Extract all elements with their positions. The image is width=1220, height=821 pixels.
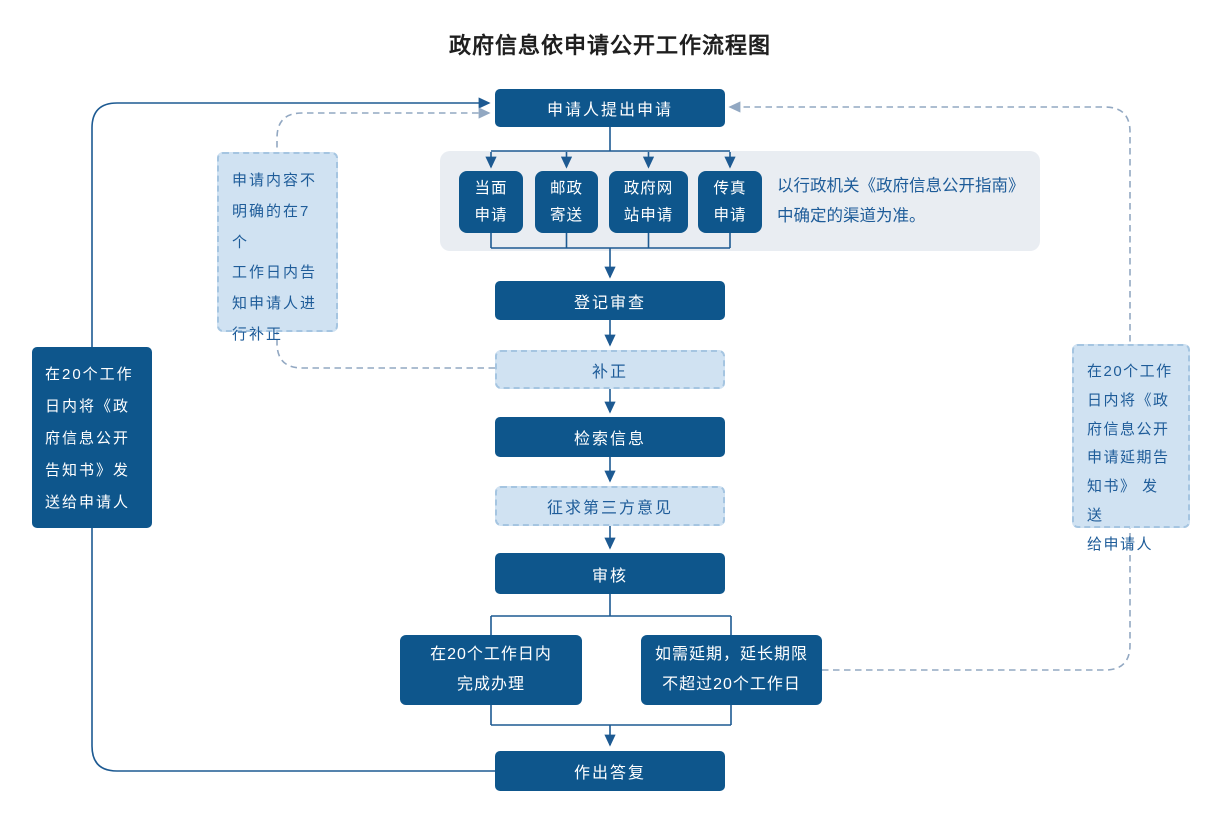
node-extension: 如需延期，延长期限 不超过20个工作日: [641, 635, 822, 705]
annotation-extension-notice: 在20个工作 日内将《政 府信息公开 申请延期告 知书》 发送 给申请人: [1072, 344, 1190, 553]
page-title: 政府信息依申请公开工作流程图: [448, 33, 771, 58]
channel-box-postal: 邮政 寄送: [535, 171, 598, 233]
annotation-reply-notice: 在20个工作 日内将《政 府信息公开 告知书》发 送给申请人: [32, 347, 152, 528]
channel-note: 以行政机关《政府信息公开指南》 中确定的渠道为准。: [777, 177, 1025, 225]
node-review: 审核: [495, 553, 725, 594]
channel-box-website: 政府网 站申请: [609, 171, 688, 233]
channel-box-in-person: 当面 申请: [459, 171, 523, 233]
node-correction: 补正: [495, 350, 725, 389]
node-third-party-opinion: 征求第三方意见: [495, 486, 725, 526]
annotation-correction-notice: 申请内容不 明确的在7个 工作日内告 知申请人进 行补正: [217, 152, 338, 343]
channel-box-fax: 传真 申请: [698, 171, 762, 233]
node-submit-application: 申请人提出申请: [495, 89, 725, 127]
node-register-review: 登记审查: [495, 281, 725, 320]
node-search-info: 检索信息: [495, 417, 725, 457]
node-complete-in-20-days: 在20个工作日内 完成办理: [400, 635, 582, 705]
node-make-reply: 作出答复: [495, 751, 725, 791]
